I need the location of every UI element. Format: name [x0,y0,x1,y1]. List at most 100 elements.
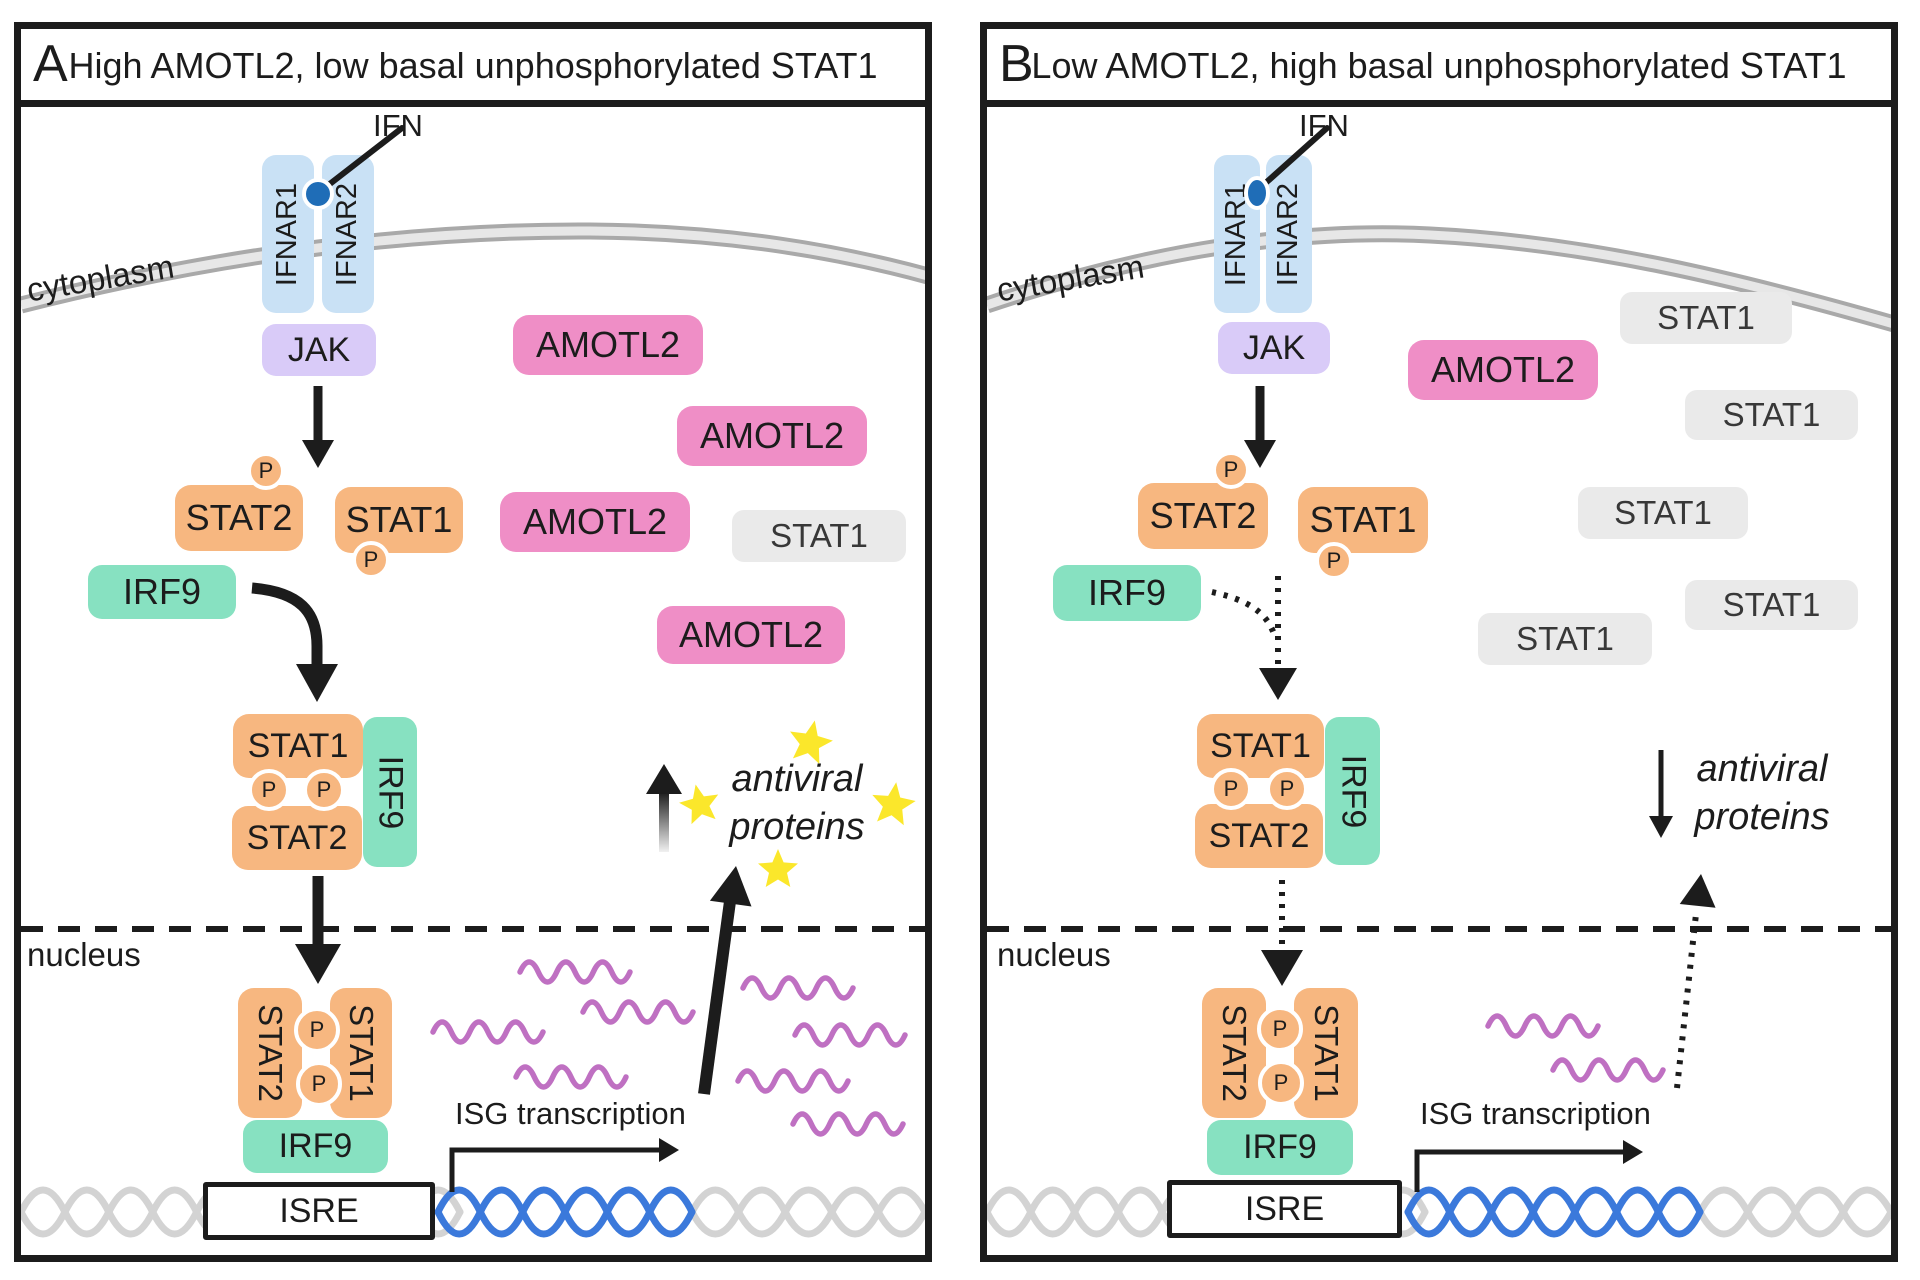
dna-blue-b-strand1 [1404,1186,1704,1238]
panel-b-title: Low AMOTL2, high basal unphosphorylated … [1031,45,1847,86]
arrow-isg-transcription-a-head [659,1138,679,1162]
irf9-b: IRF9 [1053,565,1201,621]
dna-blue-a-strand2 [434,1186,696,1238]
jak-a-label: JAK [287,330,351,369]
phospho-stat2-b: P [1212,451,1250,489]
complex-stat2-b-label: STAT2 [1208,816,1310,855]
antiviral-label-b2: proteins [1694,796,1830,838]
dna-blue-b-strand2 [1404,1186,1704,1238]
phospho-stat2-a: P [247,452,285,490]
mrna-a8 [790,1111,906,1137]
arrow-translation-b-head [1679,874,1716,908]
stat2-b-label: STAT2 [1149,495,1257,536]
phospho-stat1-a: P [352,541,390,579]
panel-a-header: A High AMOTL2, low basal unphosphorylate… [21,29,925,107]
arrow-antiviral-up-a-head [646,764,682,794]
dna-gray-b2-strand2 [1696,1186,1895,1238]
arrow-irf9-join-a [251,582,323,664]
receptor-ifnar1-a: IFNAR1 [262,155,314,313]
phospho-complex-b2: P [1266,768,1308,810]
phospho-complex-a2-label: P [316,777,332,802]
complex-irf9-b: IRF9 [1325,717,1380,865]
panel-a: A High AMOTL2, low basal unphosphorylate… [14,22,932,1262]
ifn-line-b-ligand-dot [1244,176,1270,210]
membrane-b-inner [985,229,1896,329]
arrow-isg-transcription-b-head [1623,1140,1643,1164]
stat1-free-b5-label: STAT1 [1516,620,1614,657]
stat2-a: STAT2 [175,485,303,551]
jak-a: JAK [262,324,376,376]
membrane-a-inner [19,226,930,310]
isre-b: ISRE [1167,1180,1402,1238]
arrow-isg-transcription-b [1414,1149,1626,1192]
amotl2-a1-label: AMOTL2 [535,324,681,365]
stat1-b: STAT1 [1298,487,1428,553]
star-3a-icon [872,782,916,826]
antiviral-label-a1: antiviral [731,758,863,800]
amotl2-a1: AMOTL2 [513,315,703,375]
amotl2-a2: AMOTL2 [677,406,867,466]
nuc-stat2-b: STAT2 [1202,988,1266,1118]
stat1-free-b1-label: STAT1 [1657,299,1755,336]
phospho-complex-b2-label: P [1279,776,1295,801]
stat1-free-b3-label: STAT1 [1614,494,1712,531]
arrow-antiviral-down-b-head [1649,816,1673,838]
amotl2-a3: AMOTL2 [500,492,690,552]
amotl2-a4-label: AMOTL2 [678,614,824,655]
stat1-b-label: STAT1 [1309,499,1417,540]
phospho-nuc-b1: P [1257,1006,1303,1052]
complex-stat2-a-label: STAT2 [246,818,348,857]
arrow-jak-stats-b-head [1244,440,1276,468]
nuc-irf9-b-label: IRF9 [1243,1128,1317,1166]
stat1-free-b4-label: STAT1 [1722,586,1821,623]
arrow-jak-stats-a-head [302,440,334,468]
ifn-line-a-ligand-dot [302,178,334,210]
mrna-a1 [517,959,633,985]
star-1a-icon [790,720,833,765]
panel-b: B Low AMOTL2, high basal unphosphorylate… [980,22,1898,1262]
panel-b-letter: B [999,35,1034,93]
phospho-complex-a2: P [303,769,345,811]
arrow-translation-b [1674,913,1699,1089]
dna-gray-a2-strand2 [688,1186,929,1238]
jak-b: JAK [1218,322,1330,374]
isre-b-label: ISRE [1244,1189,1325,1228]
nuc-irf9-a-label: IRF9 [278,1127,353,1165]
amotl2-b-label: AMOTL2 [1430,349,1576,390]
arrow-translation-a-head [709,866,752,907]
receptor-ifnar2-b: IFNAR2 [1266,155,1312,313]
stat1-a-label: STAT1 [345,499,453,540]
nuc-stat1-a: STAT1 [330,988,392,1118]
ifn-line-a [319,125,405,193]
nuc-stat1-b: STAT1 [1294,988,1358,1118]
stat1-free-a: STAT1 [732,510,906,562]
panel-a-title: High AMOTL2, low basal unphosphorylated … [68,45,878,86]
ifn-label-a: IFN [373,108,423,143]
complex-stat1-b-label: STAT1 [1210,726,1311,765]
complex-irf9-a: IRF9 [363,717,417,867]
isre-a: ISRE [203,1182,435,1240]
mrna-a6 [792,1022,908,1048]
stat1-a: STAT1 [335,487,463,553]
nuc-stat2-a: STAT2 [238,988,302,1118]
mrna-a2 [580,999,696,1025]
phospho-nuc-a1: P [294,1007,340,1053]
arrow-irf9-join-a-head [296,664,338,702]
irf9-b-label: IRF9 [1087,572,1166,613]
phospho-stat1-b-label: P [1326,548,1342,573]
phospho-nuc-a2: P [296,1061,342,1107]
isg-transcription-label-b: ISG transcription [1420,1096,1651,1131]
arrow-complex-nucleus-a-head [295,944,341,984]
irf9-a: IRF9 [88,565,236,619]
ifn-label-b: IFN [1299,108,1349,143]
mrna-b2 [1550,1057,1666,1083]
mrna-a7 [735,1068,851,1094]
complex-stat2-a: STAT2 [232,806,362,870]
mrna-a4 [513,1064,629,1090]
arrow-translation-a [698,893,737,1095]
phospho-stat2-a-label: P [258,458,274,483]
phospho-stat1-a-label: P [363,547,379,572]
amotl2-a3-label: AMOTL2 [522,501,668,542]
stat2-a-label: STAT2 [185,497,293,538]
